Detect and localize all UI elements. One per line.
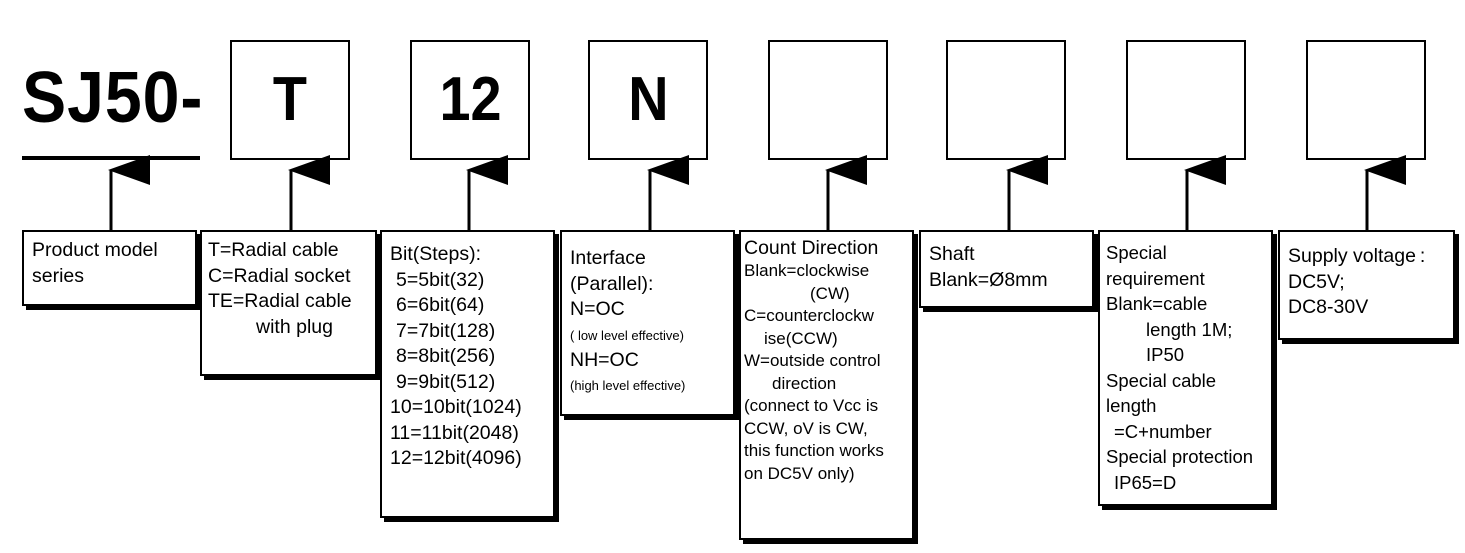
desc-line: Special protection bbox=[1106, 446, 1254, 467]
desc-line: ( low level effective) bbox=[570, 327, 684, 343]
desc-line: direction bbox=[772, 373, 837, 393]
desc-line: 6=6bit(64) bbox=[396, 294, 485, 316]
desc-line: Interface bbox=[570, 247, 646, 269]
desc-line: DC8-30V bbox=[1288, 296, 1369, 318]
desc-line: DC5V; bbox=[1288, 270, 1345, 293]
desc-line: TE=Radial cable bbox=[208, 290, 352, 312]
desc-line: requirement bbox=[1106, 267, 1205, 289]
desc-line: Special bbox=[1106, 242, 1167, 263]
desc-line: IP65=D bbox=[1114, 471, 1177, 493]
desc-cable-type: T=Radial cable C=Radial socket TE=Radial… bbox=[200, 230, 377, 376]
desc-line: (Parallel): bbox=[570, 272, 654, 295]
desc-line: Blank=cable bbox=[1106, 293, 1208, 314]
desc-line: series bbox=[32, 264, 85, 287]
desc-interface: Interface (Parallel): N=OC ( low level e… bbox=[560, 230, 735, 416]
desc-line: Blank=Ø8mm bbox=[929, 268, 1048, 291]
desc-line: length 1M; bbox=[1146, 318, 1233, 340]
desc-line: CCW, oV is CW, bbox=[744, 418, 868, 438]
desc-line: T=Radial cable bbox=[208, 239, 339, 261]
desc-count-direction: Count Direction Blank=clockwise (CW) C=c… bbox=[739, 230, 914, 540]
desc-line: C=Radial socket bbox=[208, 264, 351, 287]
desc-line: (CW) bbox=[810, 283, 850, 303]
desc-line: 12=12bit(4096) bbox=[390, 447, 522, 469]
desc-line: 10=10bit(1024) bbox=[390, 396, 522, 418]
desc-line: NH=OC bbox=[570, 348, 639, 371]
desc-line: =C+number bbox=[1114, 420, 1212, 442]
desc-special-requirement: Special requirement Blank=cable length 1… bbox=[1098, 230, 1273, 506]
desc-line: (high level effective) bbox=[570, 378, 686, 393]
desc-product-series: Product model series bbox=[22, 230, 197, 306]
desc-line: Blank=clockwise bbox=[744, 261, 870, 280]
desc-bits: Bit(Steps): 5=5bit(32) 6=6bit(64) 7=7bit… bbox=[380, 230, 555, 518]
desc-line: this function works bbox=[744, 441, 884, 460]
desc-line: Product model bbox=[32, 239, 158, 261]
desc-line: 7=7bit(128) bbox=[396, 319, 496, 342]
desc-line: Bit(Steps): bbox=[390, 243, 482, 265]
desc-line: 11=11bit(2048) bbox=[390, 421, 519, 444]
desc-line: (connect to Vcc is bbox=[744, 396, 879, 415]
desc-line: with plug bbox=[256, 315, 333, 338]
desc-line: IP50 bbox=[1146, 344, 1185, 365]
model-prefix: SJ50- bbox=[22, 58, 204, 138]
desc-line: Count Direction bbox=[744, 237, 879, 259]
desc-line: Shaft bbox=[929, 243, 975, 265]
desc-line: ise(CCW) bbox=[764, 328, 838, 348]
desc-line: length bbox=[1106, 395, 1157, 416]
desc-line: 8=8bit(256) bbox=[396, 345, 496, 367]
desc-line: Supply voltage : bbox=[1288, 245, 1426, 267]
desc-supply-voltage: Supply voltage : DC5V; DC8-30V bbox=[1278, 230, 1455, 340]
desc-line: 5=5bit(32) bbox=[396, 268, 485, 291]
desc-shaft: Shaft Blank=Ø8mm bbox=[919, 230, 1094, 308]
desc-line: W=outside control bbox=[744, 351, 881, 370]
desc-line: Special cable bbox=[1106, 369, 1217, 391]
desc-line: C=counterclockw bbox=[744, 306, 874, 325]
desc-line: on DC5V only) bbox=[744, 463, 855, 483]
desc-line: N=OC bbox=[570, 298, 625, 320]
desc-line: 9=9bit(512) bbox=[396, 370, 496, 393]
